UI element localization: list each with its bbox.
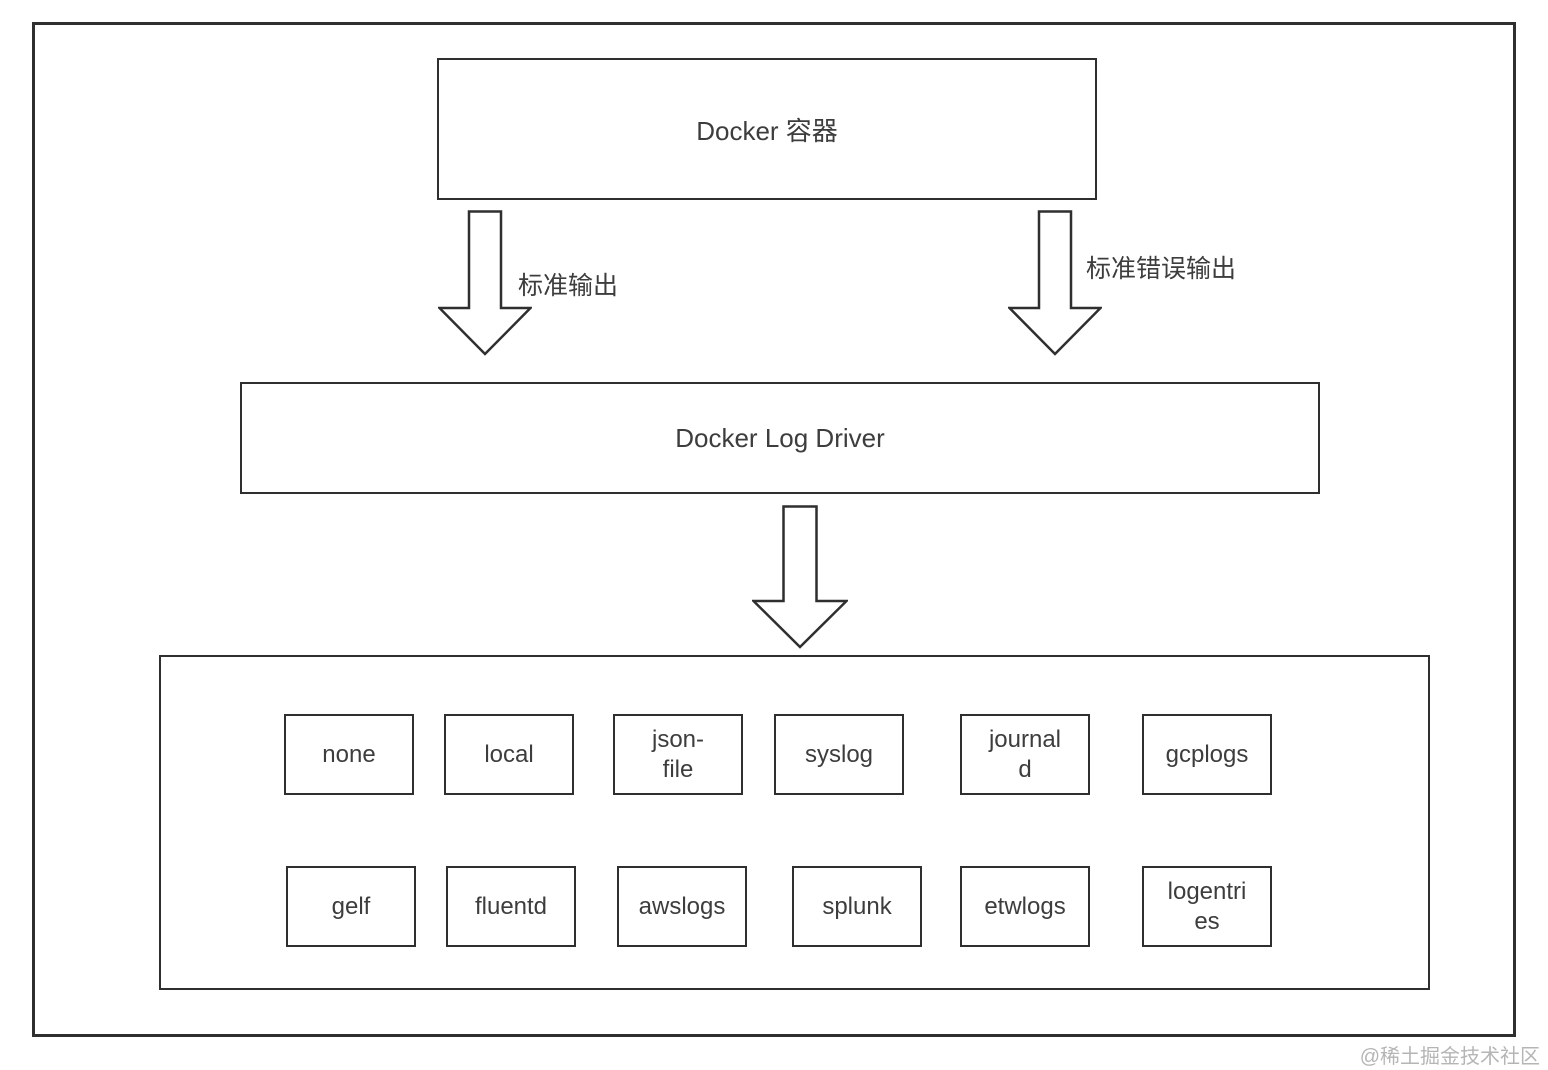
driver-label: json-file — [651, 725, 705, 783]
driver-box-syslog: syslog — [774, 714, 904, 795]
driver-label: local — [484, 740, 534, 768]
arrow-down-icon — [752, 505, 848, 649]
driver-label: none — [322, 740, 376, 768]
driver-label: etwlogs — [984, 892, 1066, 920]
arrow-down-stderr-icon — [1008, 210, 1102, 356]
driver-box-logentries: logentries — [1142, 866, 1272, 947]
driver-box-etwlogs: etwlogs — [960, 866, 1090, 947]
driver-label: awslogs — [638, 892, 726, 920]
driver-label: gcplogs — [1165, 740, 1249, 768]
docker-container-box: Docker 容器 — [437, 58, 1097, 200]
driver-box-gcplogs: gcplogs — [1142, 714, 1272, 795]
driver-label: journald — [988, 725, 1062, 783]
docker-container-label: Docker 容器 — [696, 115, 838, 146]
driver-box-none: none — [284, 714, 414, 795]
arrow-down-stdout-icon — [438, 210, 532, 356]
driver-box-gelf: gelf — [286, 866, 416, 947]
driver-label: syslog — [804, 740, 874, 768]
docker-log-driver-label: Docker Log Driver — [675, 422, 885, 453]
driver-box-splunk: splunk — [792, 866, 922, 947]
docker-log-driver-box: Docker Log Driver — [240, 382, 1320, 494]
driver-label: gelf — [331, 892, 371, 920]
watermark: @稀土掘金技术社区 — [1359, 1046, 1540, 1068]
driver-box-awslogs: awslogs — [617, 866, 747, 947]
driver-box-fluentd: fluentd — [446, 866, 576, 947]
stdout-label: 标准输出 — [518, 272, 619, 300]
driver-box-local: local — [444, 714, 574, 795]
driver-label: fluentd — [474, 892, 548, 920]
driver-box-journald: journald — [960, 714, 1090, 795]
driver-label: splunk — [822, 892, 892, 920]
driver-label: logentries — [1167, 877, 1247, 935]
stderr-label: 标准错误输出 — [1086, 255, 1237, 283]
driver-box-json-file: json-file — [613, 714, 743, 795]
